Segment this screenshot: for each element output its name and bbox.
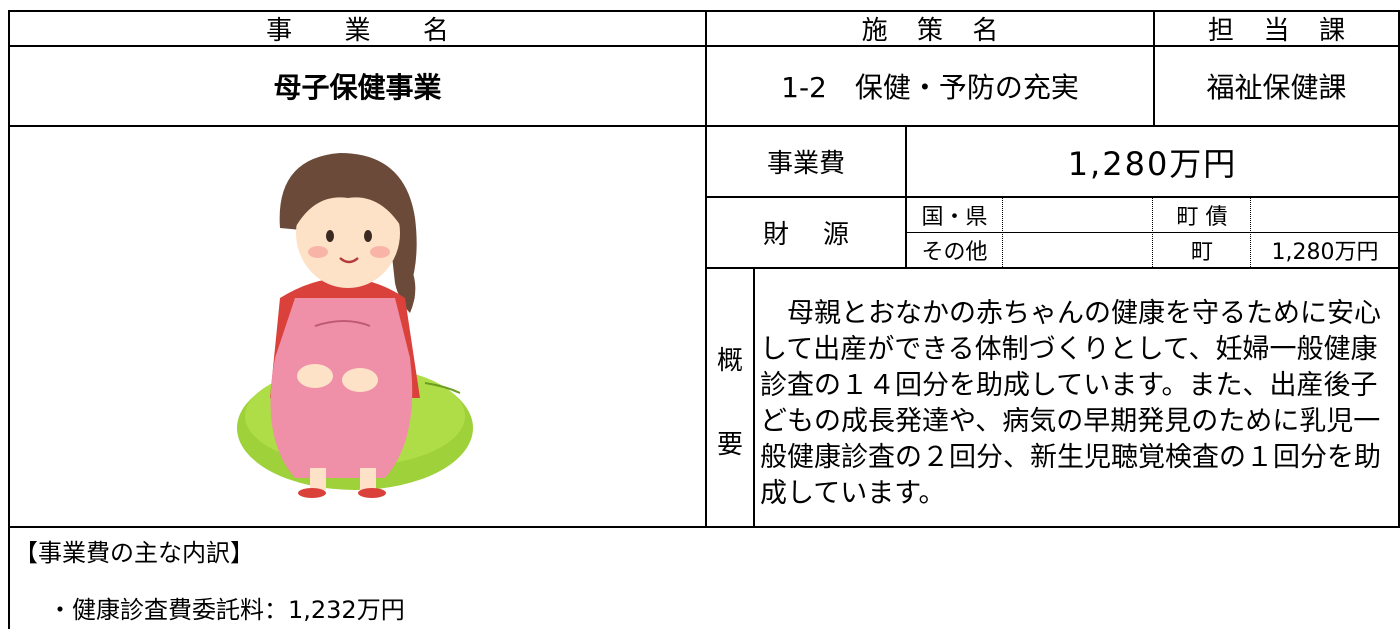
header-department: 担当課 <box>1207 16 1346 46</box>
row-divider-cost <box>706 196 1400 198</box>
header-project-name: 事業名 <box>266 16 449 46</box>
policy-name: 1-2 保健・予防の充実 <box>781 71 1079 104</box>
other-label: その他 <box>921 240 988 265</box>
town-bond-value <box>1252 198 1398 232</box>
funding-label: 財源 <box>762 220 850 250</box>
department-name: 福祉保健課 <box>1206 71 1347 104</box>
row-divider-3 <box>8 526 1400 528</box>
pregnant-woman-icon <box>237 153 473 498</box>
funding-dotted-h <box>906 232 1400 233</box>
cost-value: 1,280万円 <box>1067 144 1238 183</box>
project-name: 母子保健事業 <box>273 71 442 104</box>
overview-text: 母親とおなかの赤ちゃんの健康を守るために安心して出産ができる体制づくりとして、妊… <box>760 298 1381 509</box>
national-prefectural-value <box>1004 198 1152 232</box>
town-bond-label: 町 債 <box>1176 205 1228 230</box>
row-divider-2 <box>8 125 1400 127</box>
border-left <box>8 10 10 629</box>
town-value: 1,280万円 <box>1271 240 1379 265</box>
overview-label-top: 概 <box>716 346 743 376</box>
header-policy-name: 施策名 <box>861 16 999 46</box>
breakdown-item: ・健康診査費委託料：1,232万円 <box>48 596 405 624</box>
breakdown-title: 【事業費の主な内訳】 <box>14 539 254 567</box>
col-divider-overview <box>753 268 755 527</box>
town-label: 町 <box>1190 240 1213 265</box>
other-value <box>1004 233 1152 267</box>
row-divider-1 <box>8 45 1400 47</box>
border-top <box>8 10 1400 12</box>
cost-label: 事業費 <box>766 149 845 179</box>
row-divider-funding <box>706 267 1400 269</box>
national-prefectural-label: 国・県 <box>921 205 988 230</box>
col-divider-2 <box>1153 10 1155 126</box>
overview-label-bottom: 要 <box>716 430 743 460</box>
